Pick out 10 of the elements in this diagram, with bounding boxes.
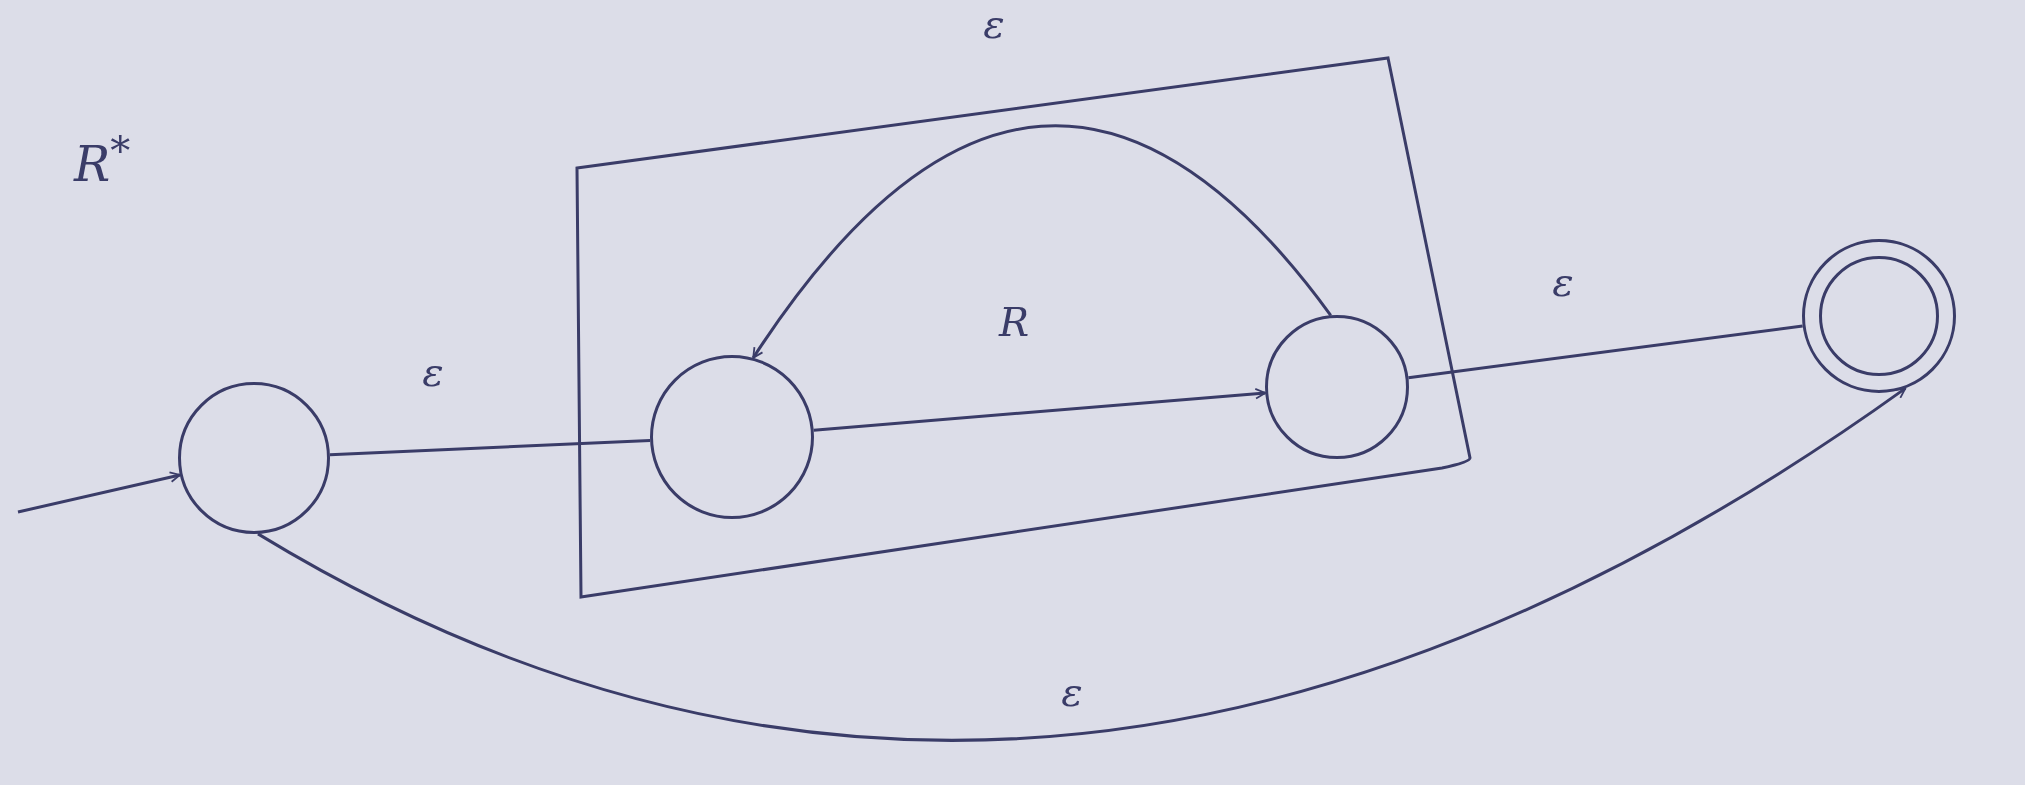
state-circle (1265, 315, 1409, 459)
transition-arrow (752, 124, 1332, 359)
transition-line (329, 439, 651, 457)
state-circle (178, 382, 330, 534)
state-circle (650, 355, 814, 519)
transition-arrow (257, 387, 1907, 742)
transition-arrow (813, 388, 1267, 432)
transition-arrow (17, 471, 181, 514)
transition-line (1408, 324, 1803, 380)
accept-state-circle (1802, 239, 1956, 393)
